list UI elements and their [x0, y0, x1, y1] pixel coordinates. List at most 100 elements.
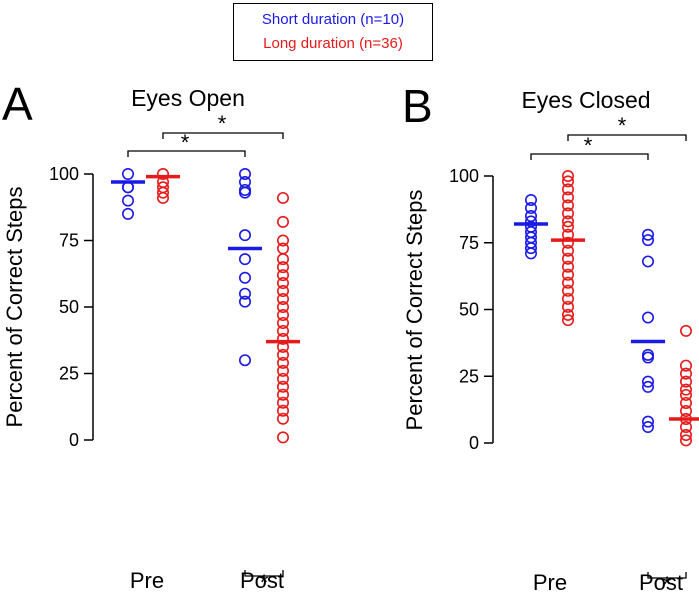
point-a-long-post-24 [276, 412, 289, 425]
point-b-long-post-10 [679, 428, 692, 441]
point-b-short-post-7 [641, 380, 654, 393]
point-a-long-post-10 [276, 300, 289, 313]
point-b-long-pre-17 [561, 300, 574, 313]
point-b-long-post-7 [679, 404, 692, 417]
point-a-long-post-17 [276, 356, 289, 369]
point-b-long-post-1 [679, 359, 692, 372]
point-b-short-post-1 [641, 234, 654, 247]
point-a-long-post-4 [276, 253, 289, 266]
point-a-short-post-3 [239, 186, 252, 199]
y-axis-label-a: Percent of Correct Steps [2, 187, 27, 428]
point-a-short-pre-4 [122, 207, 135, 220]
point-b-short-post-2 [641, 255, 654, 268]
point-a-long-post-5 [276, 261, 289, 274]
y-axis-label-b: Percent of Correct Steps [402, 190, 427, 431]
y-tick-label-a-50: 50 [59, 297, 79, 317]
point-b-long-pre-3 [561, 191, 574, 204]
category-label-b-pre: Pre [533, 570, 567, 595]
point-b-short-post-8 [641, 415, 654, 428]
point-a-long-pre-0 [157, 168, 170, 181]
sig-bracket-a-0 [127, 150, 246, 157]
point-b-long-pre-1 [561, 175, 574, 188]
y-tick-label-b-0: 0 [469, 433, 479, 453]
point-b-short-pre-8 [524, 242, 537, 255]
y-tick-label-b-75: 75 [459, 233, 479, 253]
point-a-long-post-3 [276, 242, 289, 255]
point-b-long-post-5 [679, 388, 692, 401]
point-b-short-pre-0 [524, 194, 537, 207]
point-a-long-post-9 [276, 293, 289, 306]
point-a-short-post-7 [239, 287, 252, 300]
point-b-long-pre-13 [561, 268, 574, 281]
point-b-long-pre-12 [561, 260, 574, 273]
point-a-long-post-8 [276, 285, 289, 298]
point-a-long-post-1 [276, 215, 289, 228]
point-a-long-post-18 [276, 364, 289, 377]
point-b-long-post-0 [679, 324, 692, 337]
sig-star-b-1: * [618, 113, 627, 138]
point-a-short-post-4 [239, 229, 252, 242]
panel-letter-a: A [2, 78, 33, 130]
point-a-long-pre-4 [157, 191, 170, 204]
point-a-long-post-23 [276, 404, 289, 417]
point-b-long-pre-6 [561, 215, 574, 228]
point-b-long-pre-15 [561, 284, 574, 297]
sig-star-a-2: * [260, 570, 269, 595]
point-b-long-post-4 [679, 383, 692, 396]
y-tick-label-a-0: 0 [69, 430, 79, 450]
point-b-long-pre-16 [561, 292, 574, 305]
sig-bracket-b-2 [647, 572, 687, 579]
point-b-long-post-6 [679, 396, 692, 409]
point-b-long-pre-7 [561, 220, 574, 233]
legend-entry-short: Short duration (n=10) [261, 11, 405, 28]
legend-entry-long: Long duration (n=36) [263, 35, 403, 52]
point-b-short-post-0 [641, 228, 654, 241]
point-a-long-post-20 [276, 380, 289, 393]
point-b-short-post-9 [641, 420, 654, 433]
point-b-long-pre-14 [561, 276, 574, 289]
point-b-long-pre-2 [561, 183, 574, 196]
sig-star-a-1: * [218, 111, 227, 136]
point-a-long-post-11 [276, 308, 289, 321]
panel-title-b: Eyes Closed [521, 87, 650, 113]
point-b-long-pre-19 [561, 314, 574, 327]
point-a-short-post-6 [239, 271, 252, 284]
point-a-short-pre-0 [122, 168, 135, 181]
point-b-long-pre-11 [561, 252, 574, 265]
y-tick-label-a-75: 75 [59, 231, 79, 251]
point-b-long-pre-4 [561, 199, 574, 212]
point-a-long-post-7 [276, 277, 289, 290]
panel-letter-b: B [402, 80, 433, 132]
point-b-long-post-3 [679, 375, 692, 388]
y-tick-label-b-100: 100 [449, 166, 479, 186]
sig-bracket-b-1 [567, 134, 687, 141]
sig-bracket-b-0 [530, 153, 649, 160]
point-b-long-post-11 [679, 434, 692, 447]
sig-star-b-2: * [663, 572, 672, 597]
point-a-short-post-5 [239, 253, 252, 266]
point-a-long-post-19 [276, 372, 289, 385]
point-a-long-post-14 [276, 332, 289, 345]
point-a-long-post-21 [276, 388, 289, 401]
point-b-long-pre-10 [561, 244, 574, 257]
point-a-long-pre-3 [157, 186, 170, 199]
category-label-a-post: Post [240, 568, 284, 593]
point-a-long-post-22 [276, 396, 289, 409]
y-tick-label-a-100: 100 [49, 164, 79, 184]
point-b-short-post-6 [641, 375, 654, 388]
category-label-a-pre: Pre [130, 568, 164, 593]
point-b-long-pre-0 [561, 170, 574, 183]
point-b-long-post-9 [679, 420, 692, 433]
point-b-long-pre-5 [561, 207, 574, 220]
sig-star-b-0: * [584, 133, 593, 158]
point-b-long-pre-18 [561, 308, 574, 321]
y-tick-label-b-50: 50 [459, 300, 479, 320]
point-a-long-post-16 [276, 348, 289, 361]
point-b-short-post-5 [641, 351, 654, 364]
point-a-short-pre-3 [122, 194, 135, 207]
point-a-long-post-25 [276, 431, 289, 444]
y-tick-label-a-25: 25 [59, 364, 79, 384]
point-a-short-post-0 [239, 168, 252, 181]
sig-star-a-0: * [181, 130, 190, 155]
